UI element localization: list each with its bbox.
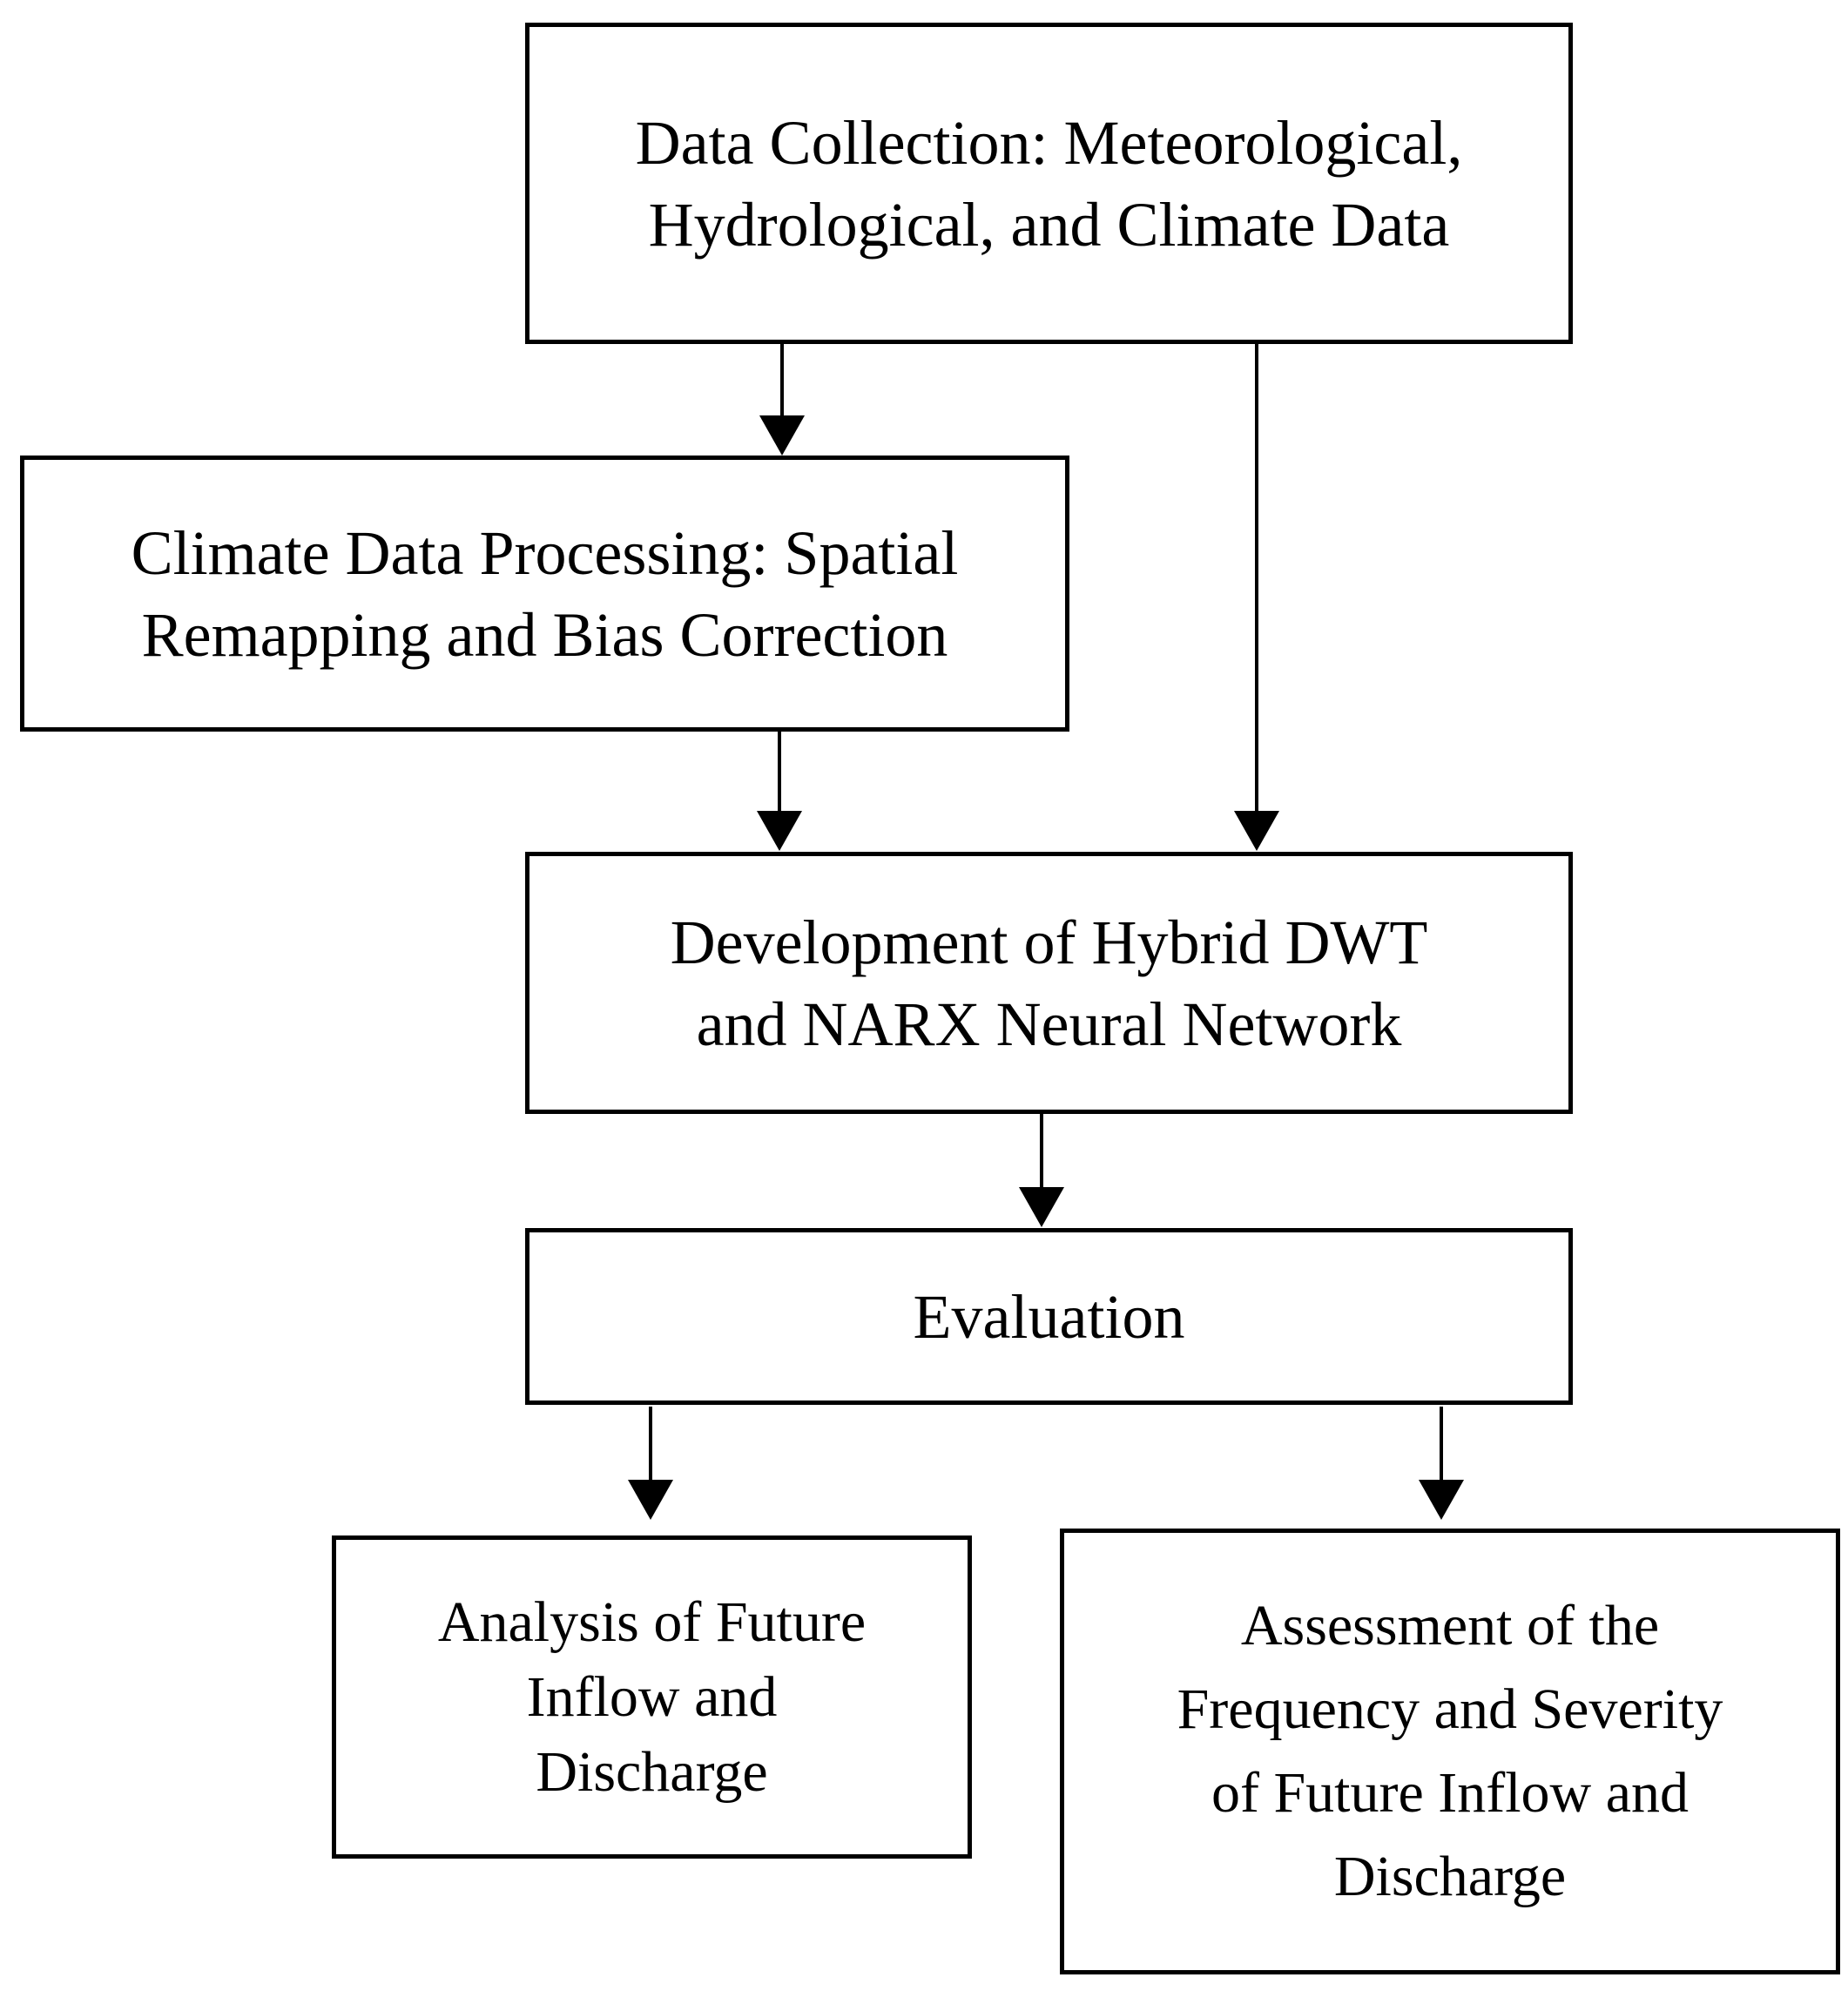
assessment-line-1: Assessment of the: [1240, 1594, 1660, 1657]
arrow-climate-processing-to-development: [757, 732, 802, 851]
development-box: Development of Hybrid DWT and NARX Neura…: [525, 852, 1573, 1114]
development-line-2: and NARX Neural Network: [696, 989, 1402, 1059]
assessment-line-2: Frequency and Severity: [1177, 1677, 1723, 1741]
analysis-line-1: Analysis of Future: [437, 1589, 867, 1654]
assessment-line-3: of Future Inflow and: [1211, 1761, 1690, 1825]
climate-data-processing-box: Climate Data Processing: Spatial Remappi…: [20, 456, 1069, 732]
arrow-evaluation-to-analysis: [628, 1407, 673, 1520]
data-collection-line-2: Hydrological, and Climate Data: [648, 189, 1450, 260]
analysis-line-3: Discharge: [536, 1739, 768, 1804]
arrow-data-collection-to-development: [1234, 344, 1279, 851]
climate-processing-line-1: Climate Data Processing: Spatial: [131, 517, 959, 588]
assessment-line-4: Discharge: [1333, 1845, 1567, 1908]
arrow-evaluation-to-assessment: [1419, 1407, 1464, 1520]
evaluation-box: Evaluation: [525, 1228, 1573, 1405]
data-collection-box: Data Collection: Meteorological, Hydrolo…: [525, 23, 1573, 344]
evaluation-label: Evaluation: [913, 1281, 1185, 1352]
assessment-box: Assessment of the Frequency and Severity…: [1060, 1529, 1840, 1974]
arrow-development-to-evaluation: [1019, 1114, 1064, 1227]
data-collection-line-1: Data Collection: Meteorological,: [635, 107, 1463, 178]
analysis-line-2: Inflow and: [526, 1664, 778, 1729]
development-line-1: Development of Hybrid DWT: [670, 907, 1428, 977]
analysis-box: Analysis of Future Inflow and Discharge: [332, 1535, 972, 1859]
arrow-data-collection-to-climate-processing: [759, 344, 805, 456]
climate-processing-line-2: Remapping and Bias Correction: [141, 599, 948, 670]
